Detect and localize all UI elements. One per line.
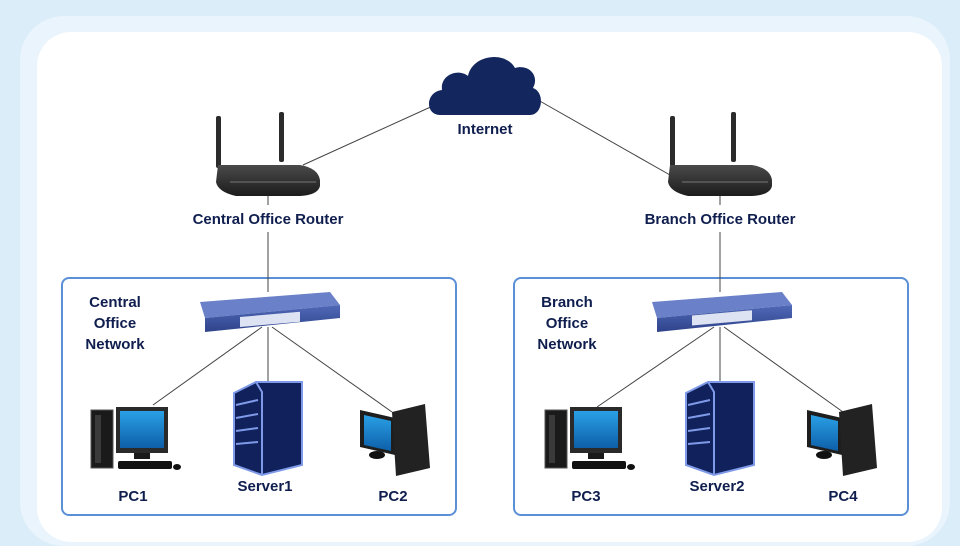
connection-lines (152, 99, 844, 413)
router-icon (668, 112, 772, 196)
server-icon (685, 381, 755, 477)
pc3-label: PC3 (571, 488, 601, 505)
pc2-label: PC2 (378, 488, 408, 505)
central-router-label: Central Office Router (192, 211, 344, 228)
internet-label: Internet (457, 121, 513, 138)
network-label-line: Branch (541, 294, 593, 311)
server1-label: Server1 (237, 478, 293, 495)
central-office-network-box (61, 277, 457, 516)
switch-icon (200, 292, 340, 332)
switch-icon (652, 292, 792, 332)
network-label-line: Office (93, 315, 137, 332)
link-switch1-pc1 (152, 326, 263, 406)
link-internet-central-router (302, 104, 436, 166)
diagram-card (37, 32, 942, 542)
cloud-icon (428, 56, 541, 115)
pc4-label: PC4 (828, 488, 858, 505)
link-switch1-pc2 (271, 326, 393, 413)
branch-office-network-box (513, 277, 909, 516)
link-switch2-pc4 (723, 326, 844, 413)
branch-network-label: Branch Office Network (512, 292, 622, 355)
desktop-pc-icon (90, 407, 181, 470)
central-network-label: Central Office Network (60, 292, 170, 355)
desktop-pc-icon (807, 404, 877, 476)
network-label-line: Network (85, 336, 145, 353)
router-icon (216, 112, 320, 196)
network-label-line: Central (89, 294, 141, 311)
network-label-line: Network (537, 336, 597, 353)
branch-router-label: Branch Office Router (644, 211, 796, 228)
server2-label: Server2 (689, 478, 745, 495)
pc1-label: PC1 (118, 488, 148, 505)
link-switch2-pc3 (596, 326, 715, 408)
server-icon (233, 381, 303, 477)
link-internet-branch-router (537, 99, 671, 176)
desktop-pc-icon (544, 407, 635, 470)
desktop-pc-icon (360, 404, 430, 476)
network-label-line: Office (545, 315, 589, 332)
